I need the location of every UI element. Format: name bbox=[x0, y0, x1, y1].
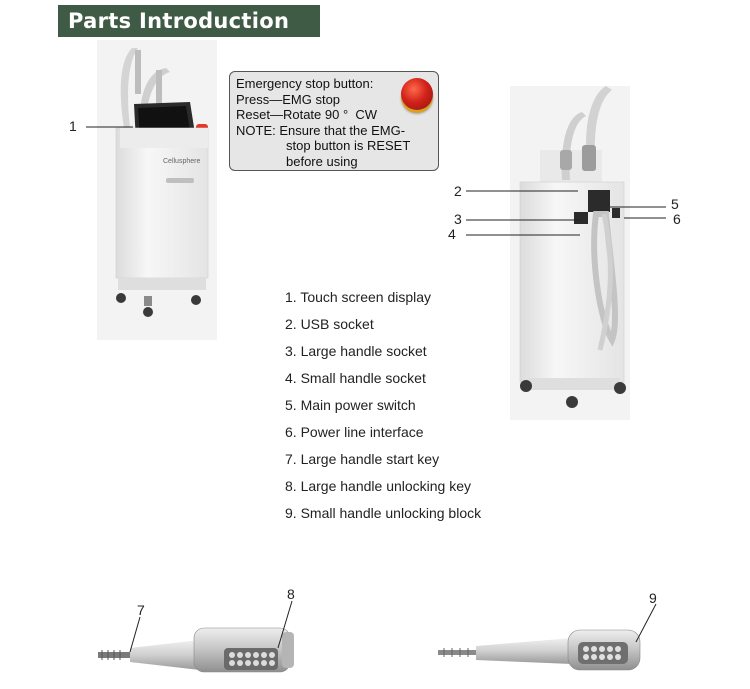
note-line: NOTE: Ensure that the EMG- bbox=[236, 122, 406, 138]
callout-6: 6 bbox=[673, 211, 681, 227]
callout-4: 4 bbox=[448, 226, 456, 242]
note-line: Reset—Rotate 90 ° CW bbox=[236, 107, 378, 122]
note-line: stop button is RESET bbox=[286, 138, 411, 153]
list-item: 1. Touch screen display bbox=[285, 289, 432, 305]
device-brand-label: Cellusphere bbox=[163, 158, 200, 165]
note-line: before using bbox=[286, 153, 358, 169]
large-handle bbox=[98, 627, 294, 673]
device-front-view: Cellusphere bbox=[97, 40, 217, 340]
section-header: Parts Introduction bbox=[58, 5, 320, 37]
note-line: Emergency stop button: bbox=[236, 76, 374, 91]
list-item: 8. Large handle unlocking key bbox=[285, 478, 472, 494]
callout-2: 2 bbox=[454, 183, 462, 199]
callout-8: 8 bbox=[287, 586, 295, 602]
note-line: Press—EMG stop bbox=[236, 91, 341, 107]
device-rear-view bbox=[510, 86, 630, 420]
list-item: 3. Large handle socket bbox=[285, 343, 427, 359]
section-title: Parts Introduction bbox=[68, 9, 290, 33]
list-item: 2. USB socket bbox=[285, 316, 374, 332]
list-item: 9. Small handle unlocking block bbox=[285, 505, 482, 521]
callout-5: 5 bbox=[671, 196, 679, 212]
small-handle bbox=[438, 629, 641, 671]
callout-9: 9 bbox=[649, 590, 657, 606]
callout-3: 3 bbox=[454, 211, 462, 227]
list-item: 4. Small handle socket bbox=[285, 370, 426, 386]
list-item: 7. Large handle start key bbox=[285, 451, 440, 467]
emergency-stop-note: Emergency stop button: Press—EMG stop Re… bbox=[229, 71, 439, 171]
parts-list: 1. Touch screen display 2. USB socket 3.… bbox=[285, 288, 481, 531]
emergency-stop-icon bbox=[401, 78, 433, 110]
callout-7: 7 bbox=[137, 602, 145, 618]
callout-lines bbox=[86, 126, 666, 653]
list-item: 6. Power line interface bbox=[285, 424, 424, 440]
list-item: 5. Main power switch bbox=[285, 397, 416, 413]
callout-1: 1 bbox=[69, 118, 77, 134]
